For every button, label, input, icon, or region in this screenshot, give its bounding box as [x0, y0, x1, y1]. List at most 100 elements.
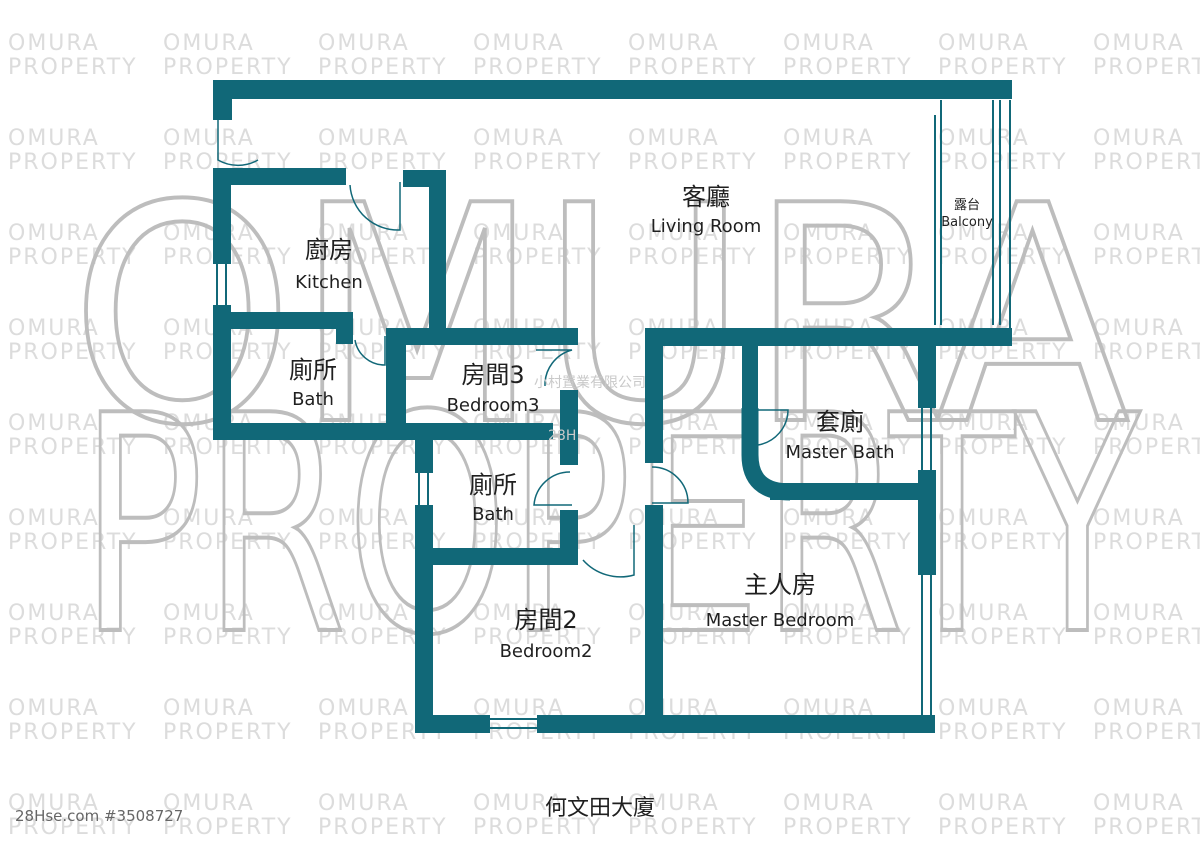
watermark-tile-line1: OMURA: [938, 601, 1030, 626]
wall-corridor-left-upper: [560, 390, 578, 465]
label-bath1-en: Bath: [292, 389, 334, 410]
door-master-bedroom: [651, 466, 689, 504]
watermark-tile-line1: OMURA: [938, 411, 1030, 436]
door-master-bath: [752, 409, 789, 446]
watermark-tile-line1: OMURA: [1093, 31, 1185, 56]
watermark-tile-line2: PROPERTY: [628, 815, 758, 840]
watermark-tile-line2: PROPERTY: [783, 435, 913, 460]
watermark-tile-line2: PROPERTY: [163, 625, 293, 650]
watermark-tile-line1: OMURA: [163, 791, 255, 816]
wall-master-bath-curve: [741, 408, 791, 501]
watermark-tile-line2: PROPERTY: [628, 150, 758, 175]
watermark-tile-line2: PROPERTY: [938, 625, 1068, 650]
watermark-tile-line1: OMURA: [938, 126, 1030, 151]
watermark-tile-line1: OMURA: [938, 506, 1030, 531]
building-name: 何文田大廈: [545, 796, 655, 821]
watermark-tile-line1: OMURA: [8, 221, 100, 246]
watermark-tile-line1: OMURA: [318, 601, 410, 626]
watermark-tile-line2: PROPERTY: [938, 815, 1068, 840]
watermark-tile-line1: OMURA: [473, 31, 565, 56]
watermark-tile-line1: OMURA: [473, 506, 565, 531]
door-kitchen: [349, 182, 401, 231]
watermark-tile-line1: OMURA: [938, 221, 1030, 246]
watermark-tile-line2: PROPERTY: [8, 720, 138, 745]
label-master-bedroom-en: Master Bedroom: [706, 610, 855, 631]
watermark-tile-line1: OMURA: [1093, 601, 1185, 626]
watermark-tile-line2: PROPERTY: [163, 815, 293, 840]
watermark-tile-line2: PROPERTY: [938, 245, 1068, 270]
wall-bath-bedroom3-divider: [386, 328, 406, 440]
door-entrance: [217, 120, 259, 167]
watermark-tile-line1: OMURA: [1093, 316, 1185, 341]
watermark-tile-line1: OMURA: [938, 31, 1030, 56]
watermark-tile-line1: OMURA: [318, 221, 410, 246]
watermark-tile-line2: PROPERTY: [318, 815, 448, 840]
agency-watermark: 小村置業有限公司: [534, 375, 646, 391]
door-bath2: [533, 471, 572, 506]
watermark-tile-line1: OMURA: [1093, 411, 1185, 436]
watermark-tile-line2: PROPERTY: [1093, 340, 1200, 365]
wall-bath2-left-top: [415, 423, 433, 473]
watermark-tile-line1: OMURA: [628, 221, 720, 246]
watermark-tile-line1: OMURA: [1093, 791, 1185, 816]
watermark-tile-line2: PROPERTY: [1093, 55, 1200, 80]
label-living-en: Living Room: [651, 216, 762, 237]
watermark-tile-line2: PROPERTY: [163, 55, 293, 80]
room-labels: 客廳 Living Room 露台 Balcony 廚房 Kitchen 廁所 …: [289, 183, 993, 662]
watermark-tile-line2: PROPERTY: [783, 150, 913, 175]
watermark-tile-line1: OMURA: [163, 506, 255, 531]
watermark-tile-line1: OMURA: [628, 506, 720, 531]
watermark-tile-line2: PROPERTY: [938, 55, 1068, 80]
wall-master-left: [645, 505, 663, 733]
wall-kitchen-top: [213, 168, 346, 185]
watermark-tile-line1: OMURA: [628, 791, 720, 816]
watermark-tile-line1: OMURA: [783, 411, 875, 436]
watermark-tile-line2: PROPERTY: [163, 530, 293, 555]
watermark-tile-line2: PROPERTY: [783, 245, 913, 270]
wall-master-bath-bottom: [770, 483, 935, 500]
label-master-bath-zh: 套廁: [816, 408, 864, 436]
wall-bath-stub: [336, 312, 353, 344]
watermark-tile-line1: OMURA: [8, 316, 100, 341]
label-bath1-zh: 廁所: [289, 356, 337, 384]
wall-outer-top: [213, 80, 1012, 99]
watermark-tile-line1: OMURA: [473, 221, 565, 246]
watermark-tile-line1: OMURA: [938, 696, 1030, 721]
listing-reference: 28Hse.com #3508727: [15, 807, 183, 825]
watermark-tile-line1: OMURA: [1093, 221, 1185, 246]
watermark-tile-line2: PROPERTY: [1093, 625, 1200, 650]
wall-master-top: [645, 328, 1012, 346]
wall-kitchen-left-upper: [213, 168, 231, 264]
watermark-tile-line2: PROPERTY: [8, 625, 138, 650]
watermark-tile-line1: OMURA: [473, 791, 565, 816]
watermark-tile-line2: PROPERTY: [783, 625, 913, 650]
watermark-tile-grid: OMURAPROPERTYOMURAPROPERTYOMURAPROPERTYO…: [8, 31, 1200, 840]
door-bedroom3: [536, 349, 573, 387]
wall-bedroom3-bottom: [403, 423, 553, 440]
watermark-tile-line1: OMURA: [163, 31, 255, 56]
wall-bedroom2-left: [415, 505, 433, 733]
watermark-tile-line2: PROPERTY: [783, 815, 913, 840]
big-watermark-line2: PROPERTY: [80, 352, 1143, 701]
watermark-tile-line2: PROPERTY: [318, 55, 448, 80]
watermark-tile-line1: OMURA: [8, 696, 100, 721]
watermark-tile-line1: OMURA: [163, 696, 255, 721]
watermark-tile-line2: PROPERTY: [8, 150, 138, 175]
wall-kitchen-bath-divider: [213, 312, 353, 329]
label-bedroom3-zh: 房間3: [461, 361, 524, 389]
watermark-tile-line1: OMURA: [628, 31, 720, 56]
label-bedroom2-zh: 房間2: [514, 606, 577, 634]
watermark-tile-line2: PROPERTY: [1093, 530, 1200, 555]
watermark-tile-line2: PROPERTY: [473, 815, 603, 840]
watermark-tile-line1: OMURA: [783, 126, 875, 151]
watermark-tile-line2: PROPERTY: [163, 720, 293, 745]
watermark-tile-line1: OMURA: [163, 221, 255, 246]
wall-bedroom2-bottom-left: [415, 715, 490, 733]
wall-left-top: [213, 80, 232, 120]
watermark-tile-line1: OMURA: [783, 221, 875, 246]
watermark-tile-line1: OMURA: [8, 411, 100, 436]
door-bath1: [354, 336, 386, 366]
watermark-tile-line2: PROPERTY: [628, 55, 758, 80]
watermark-tile-line1: OMURA: [163, 126, 255, 151]
site-watermark: 28H: [548, 428, 576, 444]
